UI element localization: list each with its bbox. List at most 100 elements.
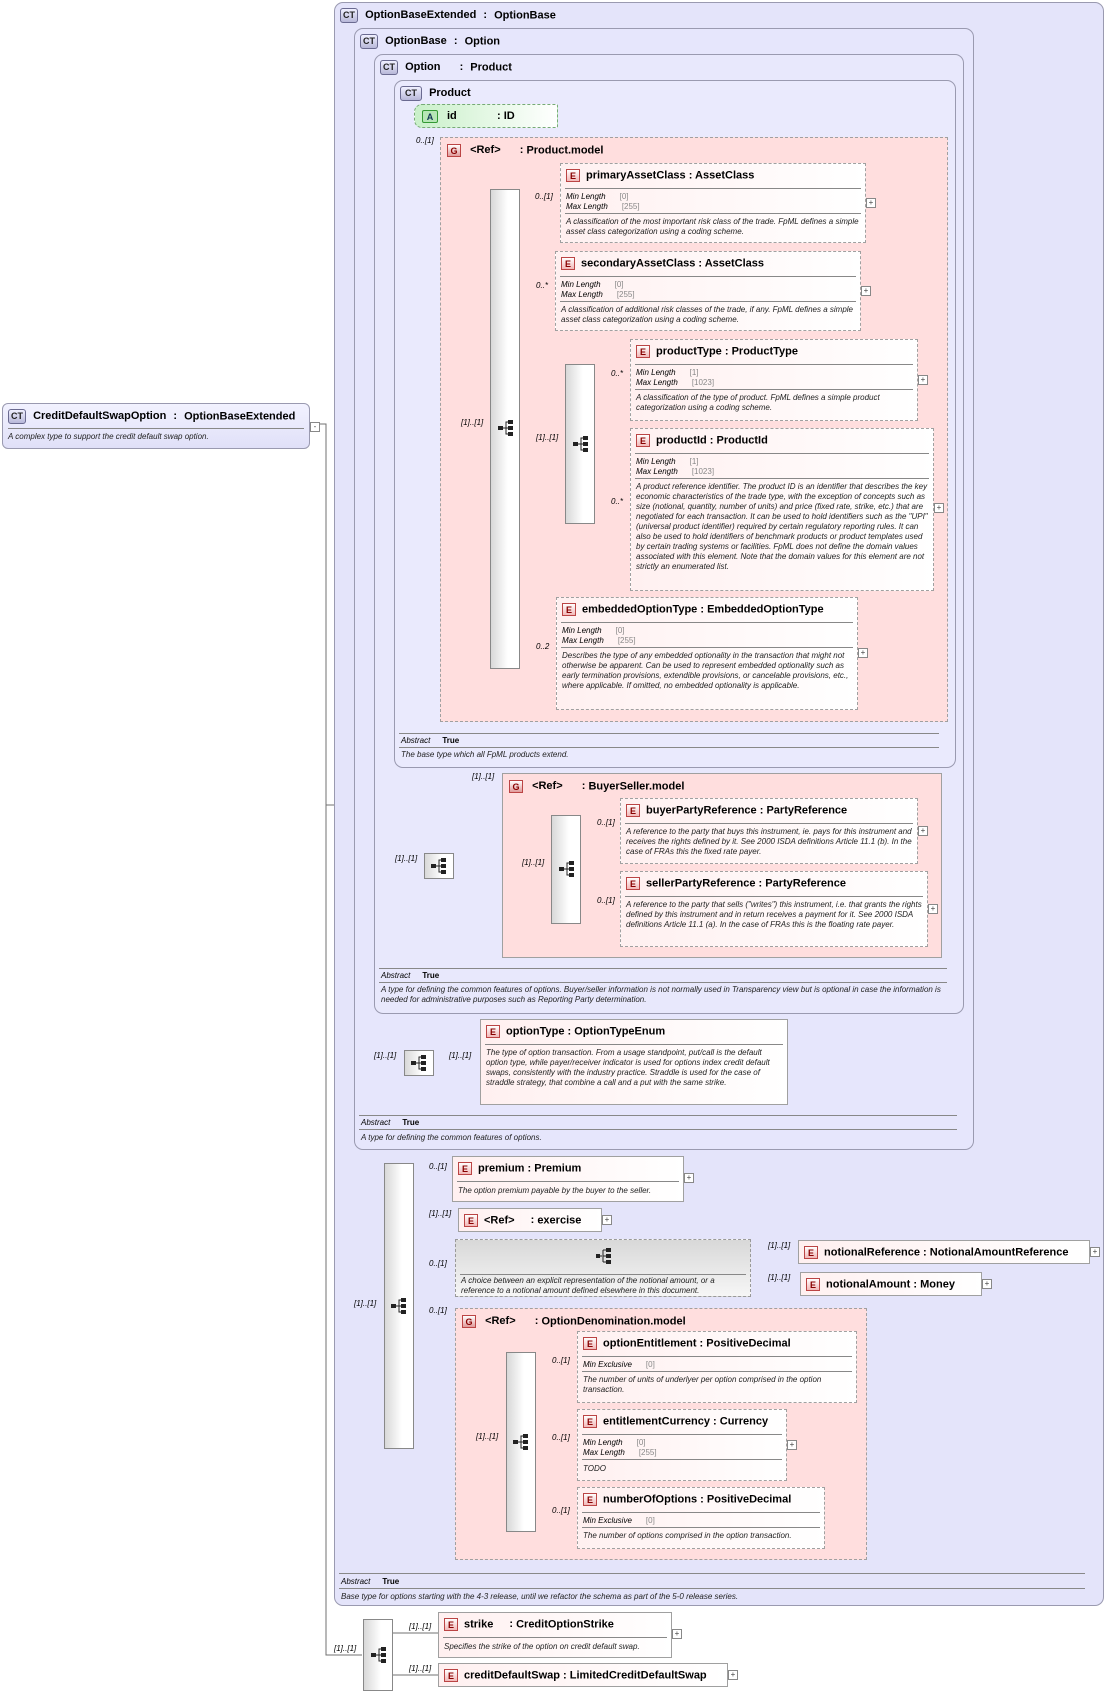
id-attribute[interactable]: A id : ID	[414, 104, 558, 128]
optionbase-doc: A type for defining the common features …	[361, 1133, 542, 1142]
expand-icon[interactable]: +	[918, 826, 928, 836]
element-doc: The type of option transaction. From a u…	[486, 1048, 770, 1087]
element-icon: E	[626, 877, 640, 890]
sequence-icon	[409, 1054, 429, 1072]
sequence-box	[424, 853, 454, 879]
element-icon: E	[566, 169, 580, 182]
expand-icon[interactable]: +	[928, 904, 938, 914]
element-icon: E	[636, 345, 650, 358]
cardinality: 0..[1]	[429, 1259, 447, 1268]
cardinality: [1]..[1]	[461, 418, 484, 427]
type-name: OptionBaseExtended	[365, 9, 477, 22]
cardinality: [1]..[1]	[334, 1644, 357, 1653]
element-icon: E	[444, 1618, 458, 1631]
group-icon: G	[509, 780, 523, 793]
complex-type-icon: CT	[400, 86, 422, 101]
group-icon: G	[447, 144, 461, 157]
optionbase-title: CT OptionBase : Option	[360, 34, 500, 49]
element-icon: E	[583, 1337, 597, 1350]
base-type: Product	[470, 61, 512, 74]
group-title: G <Ref> : BuyerSeller.model	[509, 780, 684, 793]
ref-label: <Ref>	[470, 144, 501, 157]
sequence-icon	[557, 860, 577, 878]
element-doc: TODO	[583, 1464, 606, 1473]
expand-icon[interactable]: +	[982, 1279, 992, 1289]
element-doc: Specifies the strike of the option on cr…	[444, 1642, 640, 1651]
expand-icon[interactable]: +	[934, 503, 944, 513]
element-icon: E	[458, 1162, 472, 1175]
type-name: Product	[429, 87, 471, 100]
group-title: G <Ref> : OptionDenomination.model	[462, 1315, 686, 1328]
cardinality: [1]..[1]	[409, 1664, 432, 1673]
cardinality: [1]..[1]	[409, 1622, 432, 1631]
element-icon: E	[562, 603, 576, 616]
cardinality: 0..[1]	[429, 1306, 447, 1315]
element-doc: A classification of additional risk clas…	[561, 305, 853, 324]
sequence-icon	[511, 1433, 531, 1451]
group-title: G <Ref> : Product.model	[447, 144, 603, 157]
cardinality: [1]..[1]	[472, 772, 495, 781]
choice-icon	[594, 1247, 614, 1265]
expand-icon[interactable]: +	[602, 1215, 612, 1225]
root-type-box[interactable]: CT CreditDefaultSwapOption : OptionBaseE…	[2, 403, 310, 449]
optionbaseextended-title: CT OptionBaseExtended : OptionBase	[340, 8, 556, 23]
expand-icon[interactable]: +	[728, 1670, 738, 1680]
cardinality: [1]..[1]	[536, 433, 559, 442]
expand-icon[interactable]: +	[866, 198, 876, 208]
cardinality: 0..[1]	[429, 1162, 447, 1171]
exercise-element[interactable]: E<Ref>: exercise	[458, 1208, 602, 1232]
group-type: Product.model	[526, 144, 604, 157]
expand-icon[interactable]: +	[672, 1629, 682, 1639]
root-type: OptionBaseExtended	[184, 410, 296, 423]
cardinality: [1]..[1]	[395, 854, 418, 863]
cardinality: 0..*	[611, 369, 624, 378]
element-icon: E	[561, 257, 575, 270]
expand-icon[interactable]: +	[858, 648, 868, 658]
complex-type-icon: CT	[340, 8, 358, 23]
attribute-type: ID	[503, 110, 515, 122]
element-icon: E	[626, 804, 640, 817]
cardinality: 0..*	[536, 281, 549, 290]
expand-icon[interactable]: +	[861, 286, 871, 296]
cardinality: 0..[1]	[552, 1506, 570, 1515]
element-title: E<Ref>: exercise	[464, 1214, 581, 1227]
element-icon: E	[804, 1246, 818, 1259]
choice-box[interactable]: A choice between an explicit representat…	[455, 1239, 751, 1297]
element-doc: A reference to the party that sells ("wr…	[626, 900, 922, 929]
cardinality: [1]..[1]	[768, 1241, 791, 1250]
expand-icon[interactable]: +	[1090, 1247, 1100, 1257]
cardinality: 0..[1]	[416, 136, 434, 145]
element-icon: E	[583, 1493, 597, 1506]
expand-icon[interactable]: +	[918, 375, 928, 385]
cardinality: [1]..[1]	[354, 1299, 377, 1308]
cardinality: 0..2	[536, 642, 550, 651]
expand-icon[interactable]: -	[310, 422, 320, 432]
attribute-icon: A	[422, 110, 438, 123]
expand-icon[interactable]: +	[684, 1173, 694, 1183]
expand-icon[interactable]: +	[787, 1440, 797, 1450]
sequence-bar	[384, 1163, 414, 1449]
